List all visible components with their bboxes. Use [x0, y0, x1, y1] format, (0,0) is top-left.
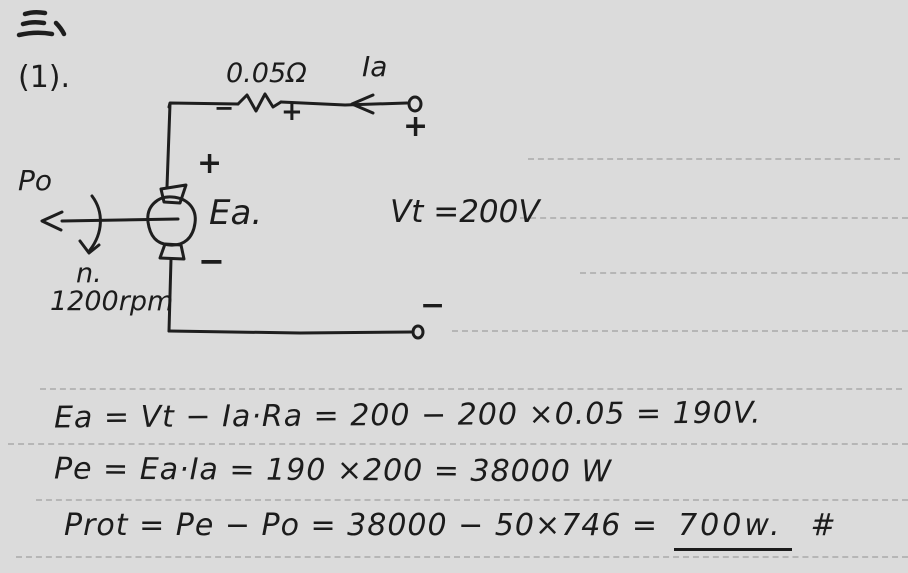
return-terminal-minus-sign: − — [420, 288, 446, 323]
ruled-line — [36, 499, 908, 501]
ruled-line — [8, 443, 908, 445]
top-wire-right — [279, 100, 409, 107]
ideograph-stroke — [16, 30, 55, 38]
problem-number-ideograph — [16, 9, 67, 38]
rotation-arrow-arc — [88, 194, 102, 252]
speed-symbol-label: n. — [76, 258, 102, 289]
equation-line-2: Pe = Ea·Ia = 190 ×200 = 38000 W — [53, 451, 613, 490]
resistor-value-label: 0.05Ω — [226, 58, 307, 89]
bottom-wire — [167, 329, 413, 335]
emf-minus-sign: − — [198, 242, 225, 280]
resistor-minus-sign: − — [214, 94, 235, 122]
current-arrow-head — [350, 93, 375, 115]
resistor-plus-sign: + — [281, 97, 303, 127]
equation-line-3-expression: Prot = Pe − Po = 38000 − 50×746 = — [64, 508, 659, 543]
ideograph-stroke — [22, 9, 48, 17]
part-number: (1). — [18, 60, 71, 95]
emf-plus-sign: + — [197, 146, 223, 181]
terminal-top — [407, 95, 423, 113]
ruled-line — [580, 272, 908, 274]
answer-check-mark: # — [810, 508, 837, 543]
speed-value-label: 1200rpm — [50, 286, 174, 317]
ruled-line — [16, 556, 908, 558]
output-power-label: Po — [18, 164, 53, 197]
ruled-line — [528, 158, 900, 160]
ruled-line — [40, 388, 902, 390]
equation-line-3: Prot = Pe − Po = 38000 − 50×746 = 700w. # — [64, 508, 837, 551]
equation-line-3-result: 700w. — [674, 508, 793, 551]
rotation-arrow-head — [78, 239, 101, 255]
motor-armature-circle — [146, 195, 197, 247]
ideograph-comma-stroke — [53, 20, 67, 37]
ruled-line — [452, 330, 908, 332]
left-wire — [165, 102, 172, 189]
emf-label: Ea. — [209, 193, 263, 233]
resistor-symbol — [236, 92, 283, 113]
ruled-line — [520, 217, 908, 219]
shaft-line — [60, 217, 180, 223]
lower-left-wire — [167, 257, 173, 333]
shaft-arrow-head — [40, 210, 64, 232]
equation-line-1: Ea = Vt − Ia·Ra = 200 − 200 ×0.05 = 190V… — [53, 395, 762, 436]
brush-bottom — [158, 242, 186, 261]
terminal-bottom — [411, 324, 425, 340]
armature-current-label: Ia — [362, 50, 388, 83]
input-terminal-plus-sign: + — [403, 109, 429, 144]
terminal-voltage-label: Vt =200V — [390, 194, 540, 230]
ideograph-stroke — [20, 19, 47, 27]
